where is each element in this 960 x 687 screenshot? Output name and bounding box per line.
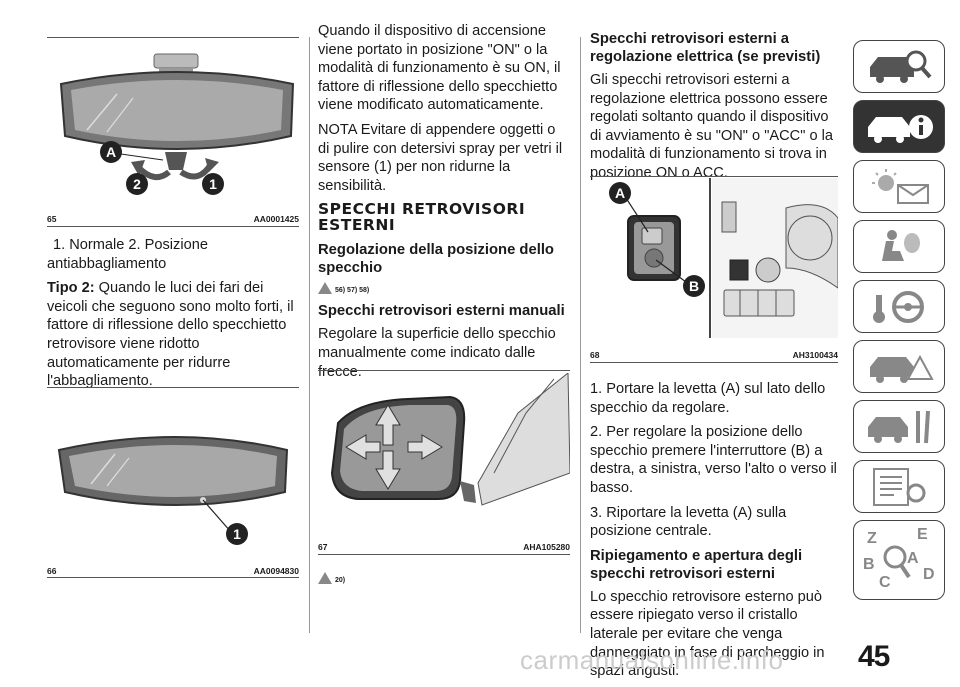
mirror-position-list: 1. Normale 2. Posizione antiabbagliament… (47, 237, 208, 272)
figure-68-label-a (609, 182, 631, 204)
svg-text:E: E (917, 526, 928, 543)
svg-text:D: D (923, 566, 935, 583)
column-divider (309, 37, 310, 633)
sidebar-item-index[interactable]: Z E B A C D (853, 520, 945, 600)
column-3-top-text: Specchi retrovisori esterni a regolazion… (590, 30, 842, 189)
sidebar-item-emergency[interactable] (853, 340, 945, 393)
warning-triangle-icon (318, 282, 332, 295)
svg-text:1: 1 (209, 176, 217, 192)
figure-65-label-2 (126, 173, 148, 195)
figure-68-top-rule (590, 176, 838, 177)
figure-68-caption: 68 AH3100434 (590, 350, 838, 360)
svg-text:B: B (689, 278, 699, 294)
figure-67-bottom-rule (318, 554, 570, 555)
figure-66-auto-dimming-mirror: 1 (57, 436, 289, 545)
figure-66-caption: 66 AA0094830 (47, 566, 299, 576)
warning-reference: 20) (318, 572, 345, 584)
sidebar-item-maintenance[interactable] (853, 400, 945, 453)
tipo-2-paragraph: Tipo 2: Quando le luci dei fari dei veic… (47, 279, 299, 391)
svg-text:C: C (879, 574, 891, 591)
column-2-text: Quando il dispositivo di accensione vien… (318, 22, 570, 387)
figure-66-label-1 (226, 523, 248, 545)
figure-code: AHA105280 (523, 542, 570, 552)
technical-data-list-icon (873, 467, 926, 506)
figure-66-bottom-rule (47, 577, 299, 578)
sidebar-item-car-info[interactable] (853, 100, 945, 153)
svg-text:1: 1 (233, 526, 241, 542)
sidebar-item-technical-data[interactable] (853, 460, 945, 513)
svg-text:Z: Z (867, 530, 877, 547)
car-search-icon (870, 50, 932, 83)
figure-number: 65 (47, 214, 57, 224)
mirror-adjustment-heading: Regolazione della posizione dello specch… (318, 242, 554, 277)
figure-67-caption: 67 AHA105280 (318, 542, 570, 552)
figure-number: 68 (590, 350, 600, 360)
figure-65-caption: 65 AA0001425 (47, 214, 299, 224)
tipo-2-label: Tipo 2: (47, 280, 95, 297)
figure-66-top-rule (47, 387, 299, 388)
sidebar-item-safety[interactable] (853, 220, 945, 273)
sidebar-item-car-search[interactable] (853, 40, 945, 93)
folding-mirrors-heading: Ripiegamento e apertura degli specchi re… (590, 547, 803, 582)
section-heading: SPECCHI RETROVISORI ESTERNI (318, 200, 526, 235)
svg-text:A: A (907, 550, 919, 567)
figure-68-bottom-rule (590, 362, 838, 363)
alphabet-index-search-icon: Z E B A C D (863, 526, 935, 591)
warning-reference: 56) 57) 58) (318, 282, 570, 295)
figure-65-rearview-mirror: A 2 1 (59, 53, 295, 195)
figure-code: AA0094830 (253, 566, 299, 576)
sidebar-item-warning-lights[interactable] (853, 160, 945, 213)
svg-text:2: 2 (133, 176, 141, 192)
figure-67-exterior-mirror (330, 373, 570, 506)
electric-mirrors-paragraph: Gli specchi retrovisori esterni a regola… (590, 72, 833, 181)
top-rule-col1 (47, 37, 299, 38)
manual-mirrors-paragraph: Regolare la superficie dello specchio ma… (318, 326, 556, 380)
figure-68-label-b (683, 275, 705, 297)
step-1: 1. Portare la levetta (A) sul lato dello… (590, 381, 826, 416)
airbag-seat-icon (882, 229, 920, 261)
car-info-icon (868, 114, 933, 143)
svg-text:A: A (106, 144, 116, 160)
electric-mirrors-heading: Specchi retrovisori esterni a regolazion… (590, 31, 821, 65)
figure-65-label-a (100, 141, 122, 163)
car-tools-icon (868, 410, 930, 443)
warning-lights-message-icon (872, 168, 929, 204)
key-steering-wheel-icon (873, 290, 924, 323)
page-number: 45 (858, 640, 890, 673)
watermark: carmanualsonline.info (520, 645, 784, 675)
figure-67-top-rule (318, 370, 570, 371)
figure-number: 67 (318, 542, 328, 552)
svg-text:A: A (615, 185, 625, 201)
column-3-bottom-text: 1. Portare la levetta (A) sul lato dello… (590, 380, 842, 687)
warning-triangle-icon (318, 572, 332, 584)
figure-number: 66 (47, 566, 57, 576)
manual-mirrors-heading: Specchi retrovisori esterni manuali (318, 303, 565, 320)
figure-code: AH3100434 (792, 350, 838, 360)
step-2: 2. Per regolare la posizione dello specc… (590, 424, 837, 496)
sidebar-item-starting-driving[interactable] (853, 280, 945, 333)
tipo-2-text: Quando le luci dei fari dei veicoli che … (47, 280, 294, 390)
ignition-paragraph: Quando il dispositivo di accensione vien… (318, 23, 561, 114)
column-1-text: 1. Normale 2. Posizione antiabbagliament… (47, 236, 299, 397)
figure-68-mirror-switch: A B (609, 178, 838, 338)
figure-65-bottom-rule (47, 226, 299, 227)
figure-code: AA0001425 (253, 214, 299, 224)
column-divider (580, 37, 581, 633)
folding-mirrors-paragraph: Lo specchio retrovisore esterno può esse… (590, 588, 825, 680)
car-warning-triangle-icon (870, 354, 934, 383)
step-3: 3. Riportare la levetta (A) sulla posizi… (590, 504, 787, 540)
svg-text:B: B (863, 556, 875, 573)
nota-paragraph: NOTA Evitare di appendere oggetti o di p… (318, 121, 563, 194)
figure-65-label-1 (202, 173, 224, 195)
